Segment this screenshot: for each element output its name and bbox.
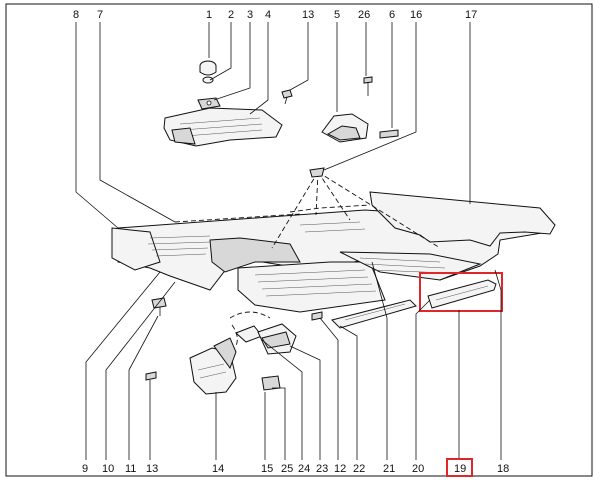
callout-18: 18	[497, 463, 509, 475]
callout-19-highlight	[446, 458, 473, 477]
callout-16: 16	[410, 9, 422, 21]
callout-22: 22	[353, 463, 365, 475]
callout-7: 7	[97, 9, 103, 21]
part-23-hinge	[257, 323, 297, 355]
callout-12: 12	[334, 463, 346, 475]
callout-24: 24	[298, 463, 310, 475]
callout-2: 2	[228, 9, 234, 21]
callout-1: 1	[206, 9, 212, 21]
part-13-top-screw	[281, 89, 293, 105]
floor-carpet	[111, 209, 549, 313]
leader-16-d	[271, 171, 319, 249]
callout-19: 19	[454, 463, 466, 475]
callout-3: 3	[247, 9, 253, 21]
part-24-clip	[235, 325, 263, 343]
callout-4: 4	[265, 9, 271, 21]
callout-21: 21	[383, 463, 395, 475]
callout-14: 14	[212, 463, 224, 475]
leader-16-b	[317, 171, 351, 221]
callout-25: 25	[281, 463, 293, 475]
diagram-frame	[5, 3, 593, 477]
fastener-16	[309, 167, 325, 178]
callout-17: 17	[465, 9, 477, 21]
leader-16-a	[315, 171, 319, 216]
part-13-bottom-screw	[145, 371, 157, 381]
part-11-clip	[151, 297, 167, 316]
leaders-bottom	[85, 261, 502, 460]
part-19-rail	[419, 272, 503, 312]
part-19-highlight	[419, 272, 503, 312]
callout-6: 6	[389, 9, 395, 21]
part-1-cap	[199, 60, 217, 76]
part-6-screw	[379, 129, 399, 139]
part-5-bracket	[321, 113, 369, 143]
part-3-clip	[197, 97, 221, 110]
callout-9: 9	[82, 463, 88, 475]
callout-13-top: 13	[302, 9, 314, 21]
callout-20: 20	[412, 463, 424, 475]
part-26-screw	[363, 76, 373, 96]
part-2-washer	[202, 76, 214, 84]
rear-carpet-panel	[369, 191, 556, 247]
part-4-cover	[163, 107, 283, 147]
assembly-line-b	[231, 324, 238, 347]
callout-8: 8	[73, 9, 79, 21]
part-14-bracket	[189, 337, 237, 395]
rear-carpet-outline	[174, 204, 371, 223]
assembly-line-a	[229, 311, 271, 319]
part-12-screw	[311, 311, 323, 321]
leaders-top	[75, 22, 471, 229]
callout-26: 26	[358, 9, 370, 21]
callout-10: 10	[102, 463, 114, 475]
callout-13-bottom: 13	[146, 463, 158, 475]
callout-5: 5	[334, 9, 340, 21]
callout-11: 11	[125, 463, 136, 475]
callout-15: 15	[261, 463, 273, 475]
callout-23: 23	[316, 463, 328, 475]
